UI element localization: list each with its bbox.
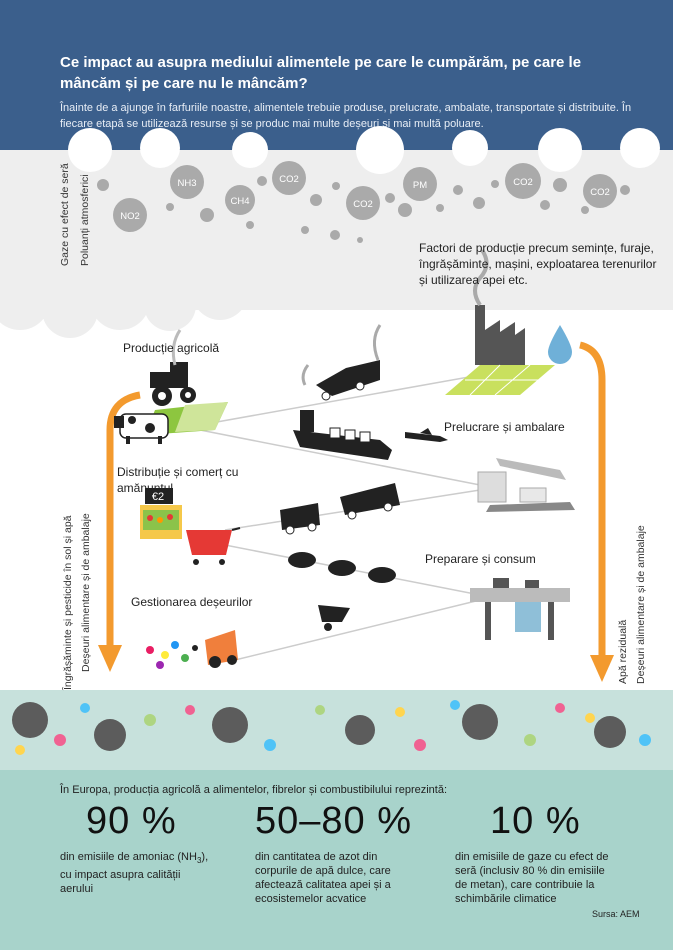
truck-icon bbox=[280, 483, 400, 535]
price-tag: €2 bbox=[152, 491, 164, 503]
stat-value: 90 % bbox=[86, 800, 177, 842]
co2-bubble: CO2 bbox=[346, 186, 380, 220]
left-flow-label-fertilizers: Îngrășăminte și pesticide în sol și apă bbox=[62, 515, 74, 690]
co2-bubble: CO2 bbox=[505, 163, 541, 199]
processing-machine-icon bbox=[477, 458, 575, 512]
waste-pile-icon bbox=[146, 641, 198, 669]
shopping-cart-icon bbox=[186, 527, 241, 565]
co2-bubble: CO2 bbox=[583, 174, 617, 208]
market-stall-icon: €2 bbox=[140, 488, 182, 539]
svg-text:CO2: CO2 bbox=[590, 187, 610, 198]
stat-nitrogen-desc: din cantitatea de azot din corpurile de … bbox=[255, 851, 391, 905]
svg-text:CO2: CO2 bbox=[353, 199, 373, 210]
source-credit: Sursa: AEM bbox=[592, 909, 640, 919]
right-flow-label-waste: Deșeuri alimentare și de ambalaje bbox=[635, 525, 647, 684]
stage-distribution-label: Distribuție și comerț cu amănuntul bbox=[117, 465, 239, 495]
kitchen-counter-icon bbox=[470, 578, 570, 640]
statistics-intro: În Europa, producția agricolă a alimente… bbox=[60, 784, 448, 796]
stat-value: 10 % bbox=[490, 800, 581, 842]
wheelbarrow-icon bbox=[318, 605, 350, 631]
header-banner: Ce impact au asupra mediului alimentele … bbox=[0, 0, 673, 150]
stage-waste-label: Gestionarea deșeurilor bbox=[131, 595, 253, 609]
pollutant-bubbles: NO2 NH3 CH4 CO2 CO2 PM CO2 CO2 bbox=[97, 161, 630, 243]
ch4-bubble: CH4 bbox=[225, 185, 255, 215]
air-label-pollutants: Poluanți atmosferici bbox=[79, 174, 91, 266]
left-orange-arrow bbox=[98, 391, 141, 672]
right-flow-label-wastewater: Apă reziduală bbox=[617, 619, 629, 684]
car-icon bbox=[288, 552, 396, 583]
co2-bubble: CO2 bbox=[272, 161, 306, 195]
page-title: Ce impact au asupra mediului alimentele … bbox=[60, 54, 582, 92]
cow-icon bbox=[114, 413, 169, 444]
cloud-edge bbox=[0, 214, 673, 338]
production-factors-text: Factori de producție precum semințe, fur… bbox=[419, 241, 657, 287]
no2-bubble: NO2 bbox=[113, 198, 147, 232]
nh3-bubble: NH3 bbox=[170, 165, 204, 199]
stage-consumption-label: Preparare și consum bbox=[425, 552, 536, 566]
stat-greenhouse: 10 % bbox=[490, 800, 581, 843]
stat-greenhouse-desc: din emisiile de gaze cu efect de seră (i… bbox=[455, 851, 609, 905]
statistics-panel bbox=[0, 770, 673, 950]
water-drop-icon bbox=[548, 325, 572, 364]
svg-text:NO2: NO2 bbox=[120, 211, 140, 222]
pm-bubble: PM bbox=[403, 167, 437, 201]
truck-icon bbox=[316, 360, 380, 401]
stat-value: 50–80 % bbox=[255, 800, 413, 842]
svg-text:CH4: CH4 bbox=[230, 196, 249, 207]
factory-icon bbox=[445, 305, 555, 396]
stat-ammonia: 90 % bbox=[86, 800, 177, 843]
right-orange-arrow bbox=[578, 341, 614, 682]
tractor-icon bbox=[150, 362, 196, 406]
air-label-greenhouse: Gaze cu efect de seră bbox=[59, 163, 71, 266]
stage-production-label: Producție agricolă bbox=[123, 341, 220, 355]
svg-text:CO2: CO2 bbox=[279, 174, 299, 185]
garbage-truck-icon bbox=[205, 630, 238, 668]
landfill-band bbox=[0, 690, 673, 775]
left-flow-label-waste: Deșeuri alimentare și de ambalaje bbox=[80, 513, 92, 672]
ship-icon bbox=[293, 410, 392, 460]
svg-text:NH3: NH3 bbox=[177, 178, 196, 189]
stat-ammonia-desc: din emisiile de amoniac (NH3), cu impact… bbox=[60, 851, 209, 896]
svg-text:CO2: CO2 bbox=[513, 177, 533, 188]
stat-nitrogen: 50–80 % bbox=[255, 800, 412, 843]
svg-text:PM: PM bbox=[413, 180, 427, 191]
airplane-icon bbox=[405, 428, 448, 442]
stage-processing-label: Prelucrare și ambalare bbox=[444, 420, 565, 434]
